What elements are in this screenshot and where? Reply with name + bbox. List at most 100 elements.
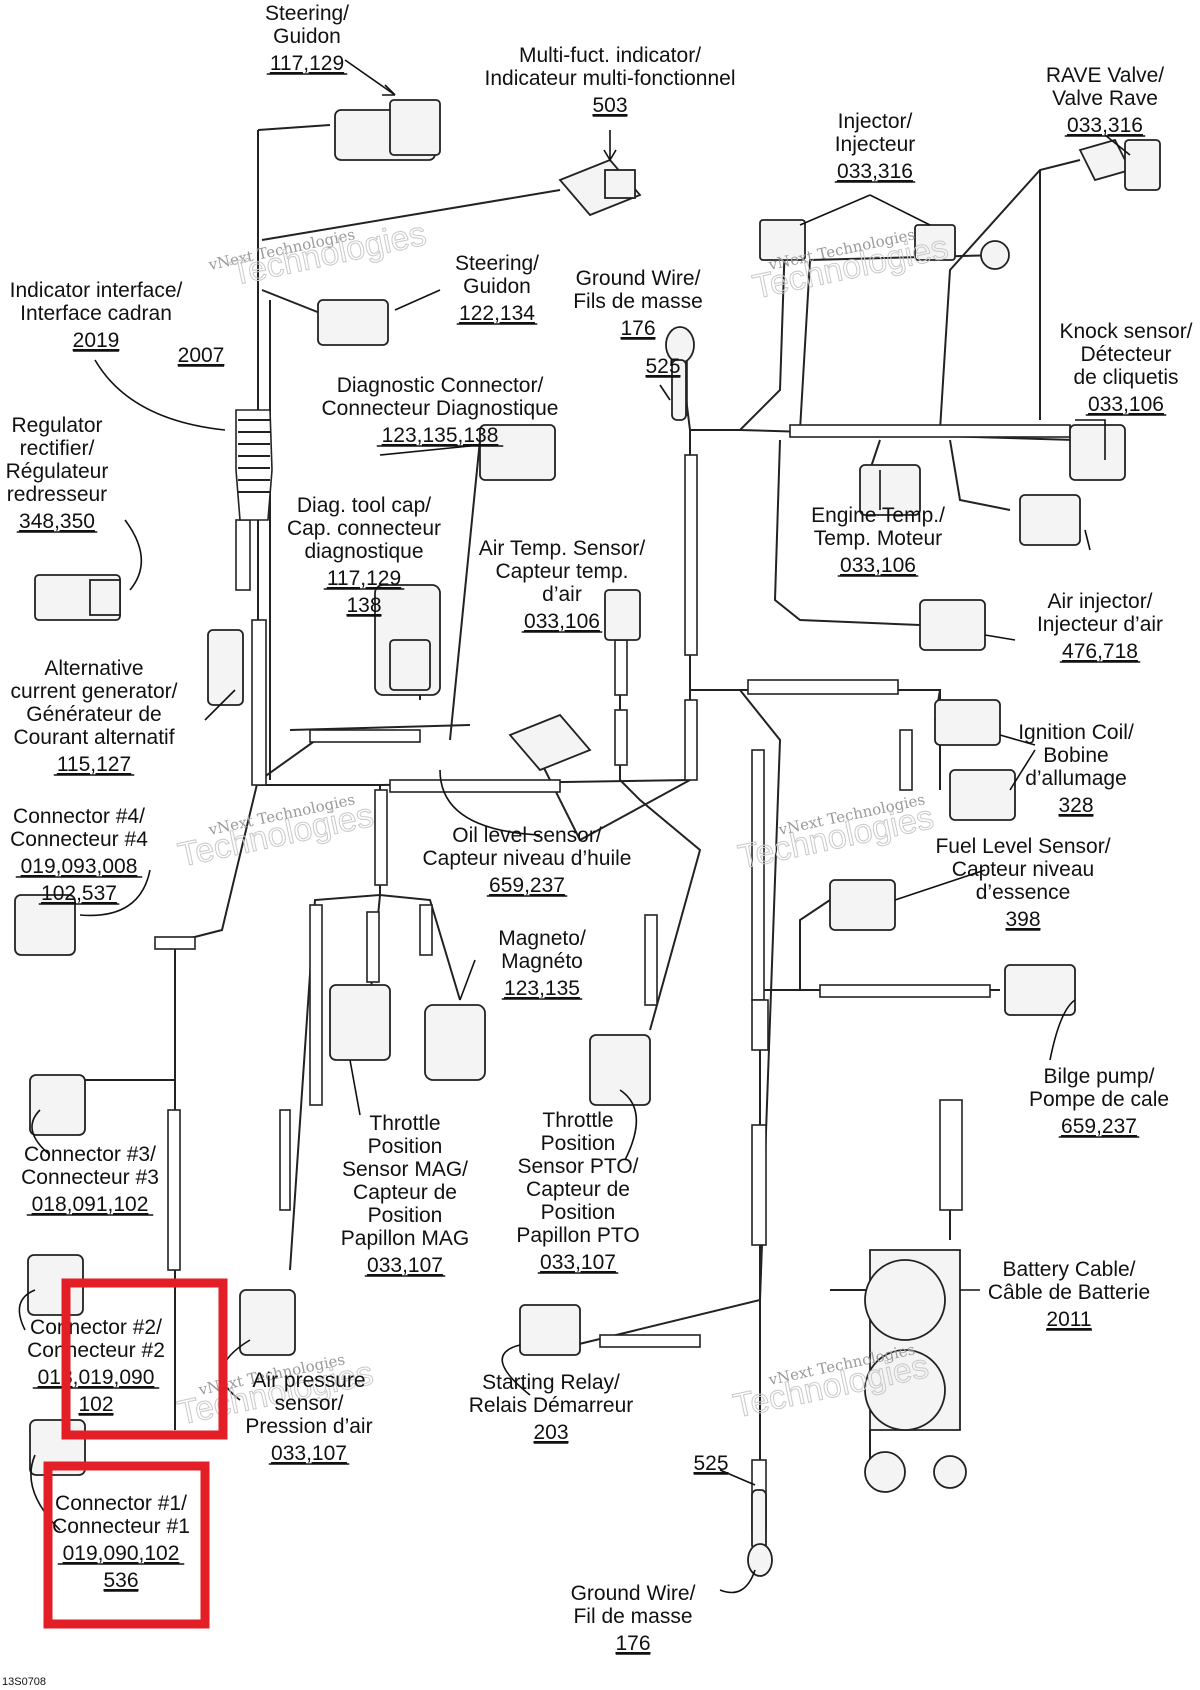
label-oil-level: Oil level sensor/Capteur niveau d’huile6… [423, 824, 632, 897]
connector-injector-b [914, 224, 1010, 270]
label-line: Injecteur [835, 133, 916, 156]
part-ref-number: 536 [103, 1569, 138, 1592]
label-line: Capteur de [353, 1181, 457, 1204]
part-ref-number: 117,129 [327, 567, 401, 590]
part-ref-number: 348,350 [19, 510, 95, 533]
part-ref-number: 503 [592, 94, 627, 117]
label-line: Capteur temp. [495, 560, 628, 583]
part-ref-number: 123,135,138 [382, 424, 499, 447]
label-line: Air injector/ [1047, 590, 1152, 613]
label-line: Magnéto [501, 950, 583, 973]
part-ref-number: 123,135 [504, 977, 580, 1000]
label-line: Bobine [1043, 744, 1108, 767]
connector-diagnostic [479, 424, 556, 481]
part-ref-number: 122,134 [459, 302, 535, 325]
part-ref-number: 019,090,102 [63, 1542, 180, 1565]
label-ground-top-525: 525 [645, 355, 680, 378]
label-line: Câble de Batterie [988, 1281, 1150, 1304]
connector-connector3 [29, 1074, 86, 1136]
label-line: d’essence [976, 881, 1071, 904]
label-line: Injecteur d’air [1037, 613, 1163, 636]
label-connector4: Connector #4/Connecteur #4019,093,008102… [10, 805, 148, 905]
label-line: Steering/ [455, 252, 539, 275]
part-ref-number: 2011 [1046, 1308, 1091, 1331]
part-ref-number: 033,107 [540, 1251, 616, 1274]
connector-engine-temp [859, 464, 921, 516]
label-line: Temp. Moteur [814, 527, 942, 550]
label-line: Connecteur Diagnostique [322, 397, 559, 420]
label-line: Connector #1/ [55, 1492, 187, 1515]
part-ref-number: 033,316 [1067, 114, 1143, 137]
label-line: Steering/ [265, 2, 349, 25]
label-line: Position [541, 1132, 616, 1155]
part-ref-number: 138 [346, 594, 381, 617]
label-line: Position [368, 1204, 443, 1227]
label-line: Connecteur #4 [10, 828, 148, 851]
part-ref-number: 018,091,102 [32, 1193, 149, 1216]
label-line: Connecteur #3 [21, 1166, 159, 1189]
battery-cable-assembly [864, 1249, 967, 1493]
label-line: Indicateur multi-fonctionnel [485, 67, 736, 90]
part-ref-number: 033,107 [367, 1254, 443, 1277]
label-line: de cliquetis [1073, 366, 1178, 389]
connector-alternator [207, 629, 244, 706]
label-connector1: Connector #1/Connecteur #1 019,090,102 536 [52, 1492, 190, 1592]
label-line: Multi-fuct. indicator/ [519, 44, 701, 67]
connector-bilge [1004, 964, 1076, 1016]
label-ref-2007: 2007 [178, 344, 225, 367]
label-line: Connecteur #1 [52, 1515, 190, 1538]
highlight-box-connector1 [43, 1461, 210, 1629]
connector-injector-a [759, 219, 806, 261]
connector-tps-pto [589, 1034, 651, 1106]
part-ref-number: 102,537 [41, 882, 117, 905]
label-line: Fuel Level Sensor/ [935, 835, 1110, 858]
connector-starting-relay [519, 1304, 581, 1356]
part-ref-number: 102 [78, 1393, 113, 1416]
connector-air-temp [604, 589, 641, 641]
label-line: diagnostique [304, 540, 423, 563]
connector-regulator [34, 574, 121, 621]
part-ref-number: 659,237 [1061, 1115, 1137, 1138]
label-line: Alternative [44, 657, 143, 680]
label-line: Papillon MAG [341, 1227, 469, 1250]
label-diag-cap: Diag. tool cap/Cap. connecteurdiagnostiq… [287, 494, 441, 617]
connector-engine-harness [1019, 494, 1081, 546]
label-line: Ignition Coil/ [1018, 721, 1134, 744]
label-line: redresseur [7, 483, 107, 506]
label-line: Diagnostic Connector/ [337, 374, 544, 397]
connector-diag-cap [374, 584, 441, 696]
watermarks: vNext Technologies Technologies vNext Te… [174, 214, 952, 1433]
part-ref-number: 2007 [178, 344, 225, 367]
label-line: Air pressure [252, 1369, 365, 1392]
part-ref-number: 525 [645, 355, 680, 378]
part-ref-number: 176 [615, 1632, 650, 1655]
label-line: Throttle [369, 1112, 440, 1135]
label-line: d’air [542, 583, 582, 606]
label-line: Position [368, 1135, 443, 1158]
ring-terminal-top [665, 326, 695, 421]
label-line: Regulator [11, 414, 102, 437]
label-line: Starting Relay/ [482, 1371, 620, 1394]
connector-knock [1069, 424, 1126, 481]
label-line: Fils de masse [573, 290, 703, 313]
connector-rave-valve [1078, 138, 1161, 191]
label-air-temp: Air Temp. Sensor/Capteur temp.d’air033,1… [479, 537, 646, 633]
connector-multi-fuct [558, 158, 642, 217]
label-line: Oil level sensor/ [452, 824, 602, 847]
